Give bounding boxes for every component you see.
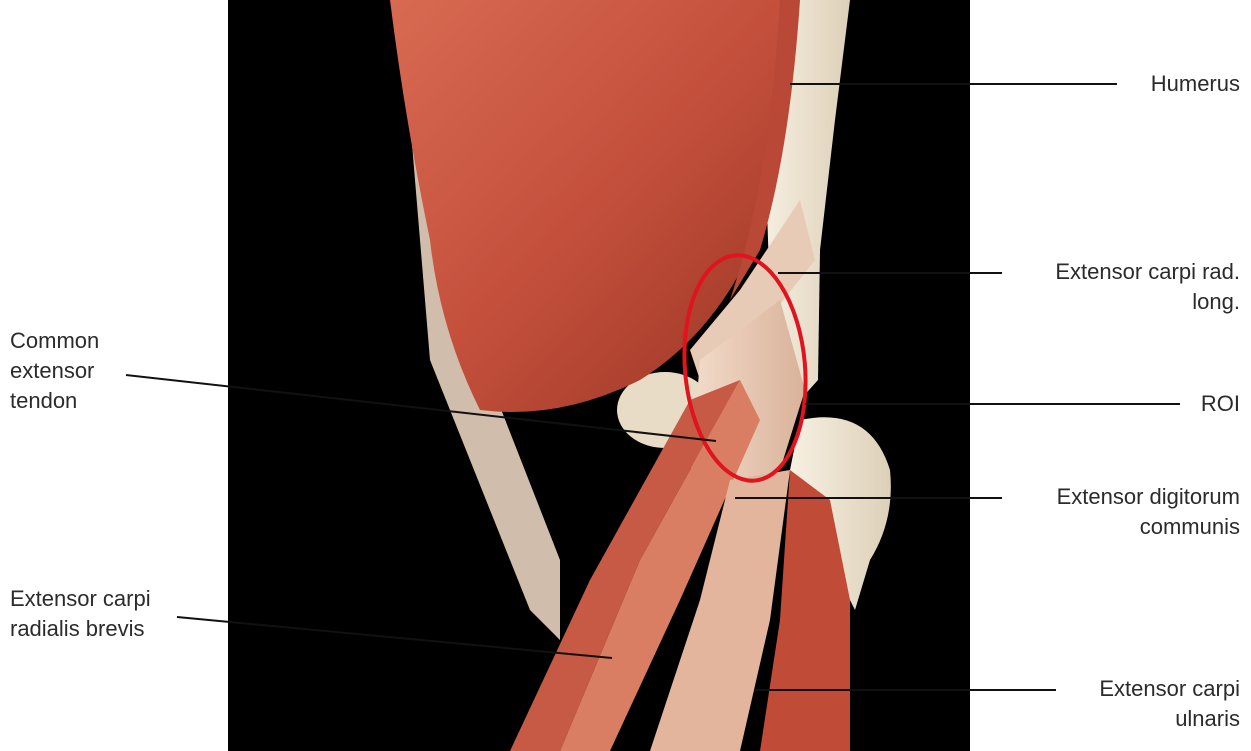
- label-ecrl: Extensor carpi rad. long.: [990, 257, 1240, 317]
- label-roi: ROI: [1140, 389, 1240, 419]
- label-humerus: Humerus: [1060, 69, 1240, 99]
- label-ecrb-line2: radialis brevis: [10, 614, 210, 644]
- label-ecrl-line1: Extensor carpi rad.: [990, 257, 1240, 287]
- label-ecrl-line2: long.: [990, 287, 1240, 317]
- label-common-extensor-tendon: Common extensor tendon: [10, 326, 160, 416]
- label-cet-line1: Common: [10, 326, 160, 356]
- label-edc-line2: communis: [990, 512, 1240, 542]
- label-ecrb: Extensor carpi radialis brevis: [10, 584, 210, 644]
- label-ecrb-line1: Extensor carpi: [10, 584, 210, 614]
- label-cet-line2: extensor: [10, 356, 160, 386]
- label-roi-text: ROI: [1140, 389, 1240, 419]
- label-ecu-line2: ulnaris: [1040, 704, 1240, 734]
- label-humerus-text: Humerus: [1060, 69, 1240, 99]
- label-ecu: Extensor carpi ulnaris: [1040, 674, 1240, 734]
- label-edc: Extensor digitorum communis: [990, 482, 1240, 542]
- label-ecu-line1: Extensor carpi: [1040, 674, 1240, 704]
- label-cet-line3: tendon: [10, 386, 160, 416]
- label-edc-line1: Extensor digitorum: [990, 482, 1240, 512]
